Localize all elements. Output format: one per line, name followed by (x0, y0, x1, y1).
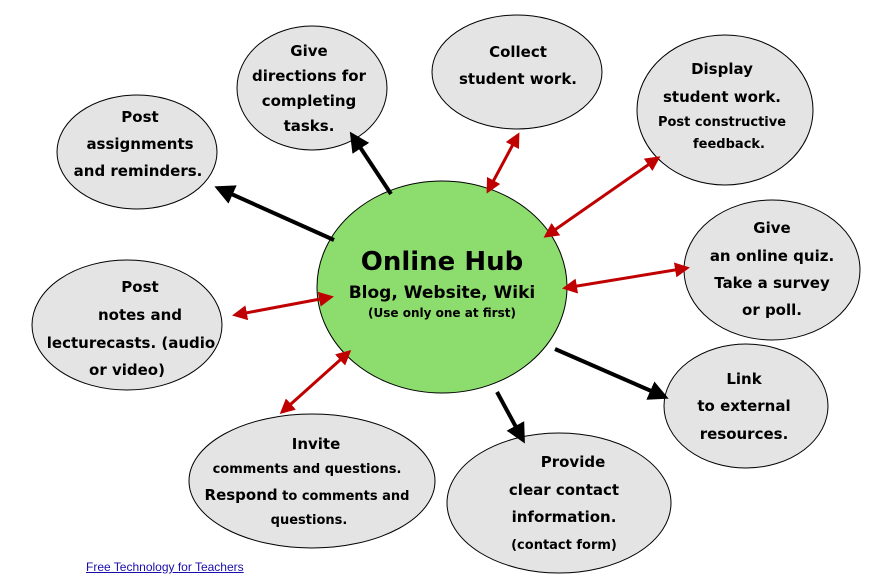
node-line: Collect (489, 43, 547, 61)
node-line: Link (726, 370, 762, 388)
node-line: and reminders. (74, 162, 203, 180)
arrow-online-quiz (562, 262, 690, 294)
node-post-assignments: Post assignments and reminders. (74, 108, 203, 180)
node-line: resources. (700, 425, 789, 443)
node-line: feedback. (693, 137, 765, 152)
node-line: Give (753, 219, 790, 237)
footer-link[interactable]: Free Technology for Teachers (86, 560, 244, 574)
node-line: Display (691, 60, 753, 78)
node-line: assignments (86, 135, 193, 153)
arrow-to-give-directions (349, 131, 393, 196)
bubbles (31, 14, 861, 574)
bubble-display-work (636, 34, 814, 186)
bubble-give-directions (236, 25, 388, 151)
bubble-contact-info (446, 432, 672, 574)
node-line: an online quiz. (710, 247, 834, 265)
node-line: notes and (98, 306, 182, 324)
node-line: student work. (459, 70, 577, 88)
respond-rest: to comments and (278, 489, 410, 504)
node-online-quiz: Give an online quiz. Take a survey or po… (710, 219, 834, 319)
node-line: Respond to comments and (205, 486, 410, 504)
bubble-post-assignments (56, 94, 218, 210)
bubble-post-notes (31, 259, 223, 391)
node-line: comments and questions. (213, 462, 402, 477)
node-line: Post constructive (658, 115, 786, 130)
node-give-directions: Give directions for completing tasks. (252, 42, 367, 135)
node-line: questions. (271, 513, 348, 528)
node-external-links: Link to external resources. (697, 370, 790, 443)
bubble-collect-work (431, 14, 603, 130)
hub-subtitle: Blog, Website, Wiki (349, 283, 536, 303)
node-line: Take a survey (714, 274, 830, 292)
hub-note: (Use only one at first) (368, 306, 516, 320)
node-line: Post (121, 108, 158, 126)
node-post-notes: Post notes and lecturecasts. (audio or v… (47, 278, 215, 379)
node-line: or poll. (742, 301, 802, 319)
arrow-invite-comments (279, 349, 352, 415)
node-line: to external (697, 397, 790, 415)
node-collect-work: Collect student work. (459, 43, 577, 88)
respond-word: Respond (205, 486, 278, 504)
node-line: or video) (89, 361, 165, 379)
arrow-to-contact-info (495, 391, 525, 444)
node-line: student work. (663, 88, 781, 106)
node-display-work: Display student work. Post constructive … (658, 60, 786, 152)
arrow-collect-work (486, 132, 520, 194)
hub-title: Online Hub (361, 247, 524, 277)
arrow-to-post-assignments (214, 185, 335, 242)
arrows (214, 131, 690, 444)
node-invite-comments: Invite comments and questions. Respond t… (205, 435, 410, 528)
bubble-external-links (663, 343, 829, 469)
node-line: clear contact (509, 481, 619, 499)
node-line: information. (512, 508, 617, 526)
node-line: lecturecasts. (audio (47, 334, 215, 352)
node-line: Post (121, 278, 158, 296)
node-line: directions for (252, 67, 367, 85)
node-line: Give (290, 42, 327, 60)
node-line: (contact form) (511, 538, 617, 553)
arrow-display-work (543, 156, 661, 238)
hub-text: Online Hub Blog, Website, Wiki (Use only… (349, 247, 536, 320)
node-contact-info: Provide clear contact information. (cont… (509, 453, 619, 553)
arrow-post-notes (232, 291, 334, 321)
node-line: Invite (292, 435, 341, 453)
node-line: tasks. (284, 117, 335, 135)
node-line: Provide (541, 453, 606, 471)
arrow-to-external-links (554, 347, 669, 400)
node-line: completing (262, 92, 357, 110)
